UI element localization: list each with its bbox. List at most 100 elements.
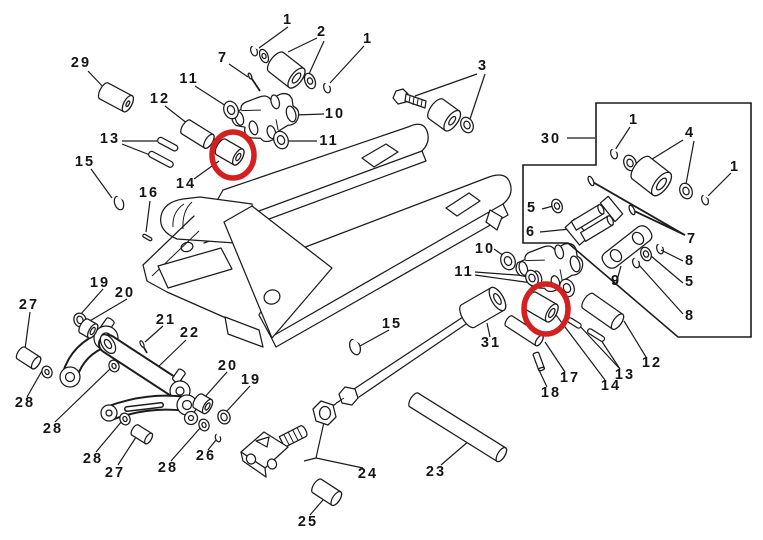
part-24-nut	[312, 400, 337, 426]
leader-line	[164, 105, 189, 125]
part-7-rod	[587, 175, 684, 235]
part-20-bushing	[78, 318, 99, 339]
part-8-ring	[655, 242, 665, 255]
part-label: 5	[685, 274, 695, 290]
leader-line	[194, 85, 227, 107]
leader-line	[315, 421, 325, 459]
simple-parts	[15, 44, 710, 507]
leader-line	[541, 205, 554, 210]
part-24-clevis	[240, 425, 308, 478]
part-label: 2	[317, 24, 327, 40]
part-13-key	[586, 328, 606, 342]
leader-line	[414, 73, 478, 97]
leader-line	[287, 37, 318, 53]
static-parts	[59, 87, 653, 478]
part-label: 19	[241, 372, 261, 388]
part-28-washer	[108, 359, 120, 373]
part-10-yoke-right	[511, 237, 589, 301]
part-label: 15	[382, 316, 402, 332]
part-12-pin	[180, 119, 215, 149]
part-21-bolt	[139, 340, 148, 354]
part-28-washer	[198, 418, 210, 432]
part-label: 20	[115, 285, 135, 301]
part-11-bushing	[525, 269, 539, 287]
part-label: 1	[730, 159, 740, 175]
part-label: 30	[541, 131, 561, 147]
leader-line	[207, 439, 217, 451]
part-3-bolt	[392, 88, 427, 109]
leader-line	[650, 255, 684, 284]
highlight-circles	[209, 129, 571, 337]
part-label: 5	[527, 200, 537, 216]
part-4-bushing	[679, 182, 693, 200]
part-label: 7	[218, 50, 228, 66]
part-label: 19	[90, 275, 110, 291]
part-27-pin	[130, 424, 154, 445]
part-5-bushing	[551, 198, 563, 214]
leader-line	[315, 457, 364, 469]
part-14-roller	[214, 138, 245, 166]
highlight-circle	[209, 129, 257, 181]
part-11-bushing	[273, 130, 289, 150]
leader-line	[24, 311, 31, 350]
leader-line	[539, 228, 571, 233]
leader-line	[90, 168, 113, 199]
part-label: 16	[139, 185, 159, 201]
fork-slot	[445, 192, 481, 217]
part-label: 10	[325, 106, 345, 122]
part-label: 9	[611, 273, 621, 289]
leader-line	[228, 63, 249, 78]
part-18-pin	[532, 351, 545, 372]
part-1-snap-ring	[700, 193, 710, 206]
leader-line	[623, 320, 647, 358]
part-5-bushing	[640, 246, 652, 262]
part-label: 20	[218, 358, 238, 374]
leader-line	[121, 143, 151, 156]
part-label: 12	[642, 355, 662, 371]
part-label: 27	[19, 297, 39, 313]
part-label: 28	[158, 460, 178, 476]
leader-line	[170, 426, 202, 462]
leader-line	[157, 339, 187, 368]
leader-line	[638, 264, 684, 315]
leader-line	[329, 45, 365, 84]
leader-line	[26, 368, 44, 398]
leader-line	[544, 341, 566, 373]
part-label: 29	[71, 55, 91, 71]
part-8-ring	[631, 256, 641, 269]
part-label: 26	[196, 448, 216, 464]
part-23-rod	[408, 392, 508, 463]
part-label: 15	[75, 154, 95, 170]
part-1-snap-ring	[249, 44, 259, 57]
part-label: 28	[43, 421, 63, 437]
part-19-washer	[73, 312, 87, 328]
leader-line	[225, 385, 251, 413]
part-10-yoke-left	[227, 87, 305, 151]
part-label: 1	[629, 112, 639, 128]
part-label: 22	[180, 325, 200, 341]
part-29-pin	[97, 82, 134, 113]
part-4-roller	[630, 155, 673, 197]
part-label: 11	[319, 133, 338, 149]
part-28-washer	[119, 412, 131, 426]
leader-line	[486, 322, 491, 338]
part-label: 24	[358, 466, 378, 482]
leader-line	[203, 371, 228, 399]
part-1-snap-ring	[322, 81, 332, 94]
part-label: 7	[687, 231, 697, 247]
part-3-roller	[427, 98, 462, 132]
leader-line	[258, 26, 289, 49]
part-label: 17	[560, 370, 580, 386]
part-label: 14	[176, 176, 196, 192]
leader-line	[294, 113, 325, 116]
leader-line	[79, 288, 104, 316]
part-label: 13	[615, 367, 635, 383]
part-3-nut	[460, 116, 474, 134]
part-label: 6	[526, 224, 536, 240]
part-31-boss	[459, 286, 507, 329]
part-15-snap-ring	[348, 336, 362, 356]
part-label: 25	[298, 514, 318, 530]
part-label: 28	[83, 451, 103, 467]
